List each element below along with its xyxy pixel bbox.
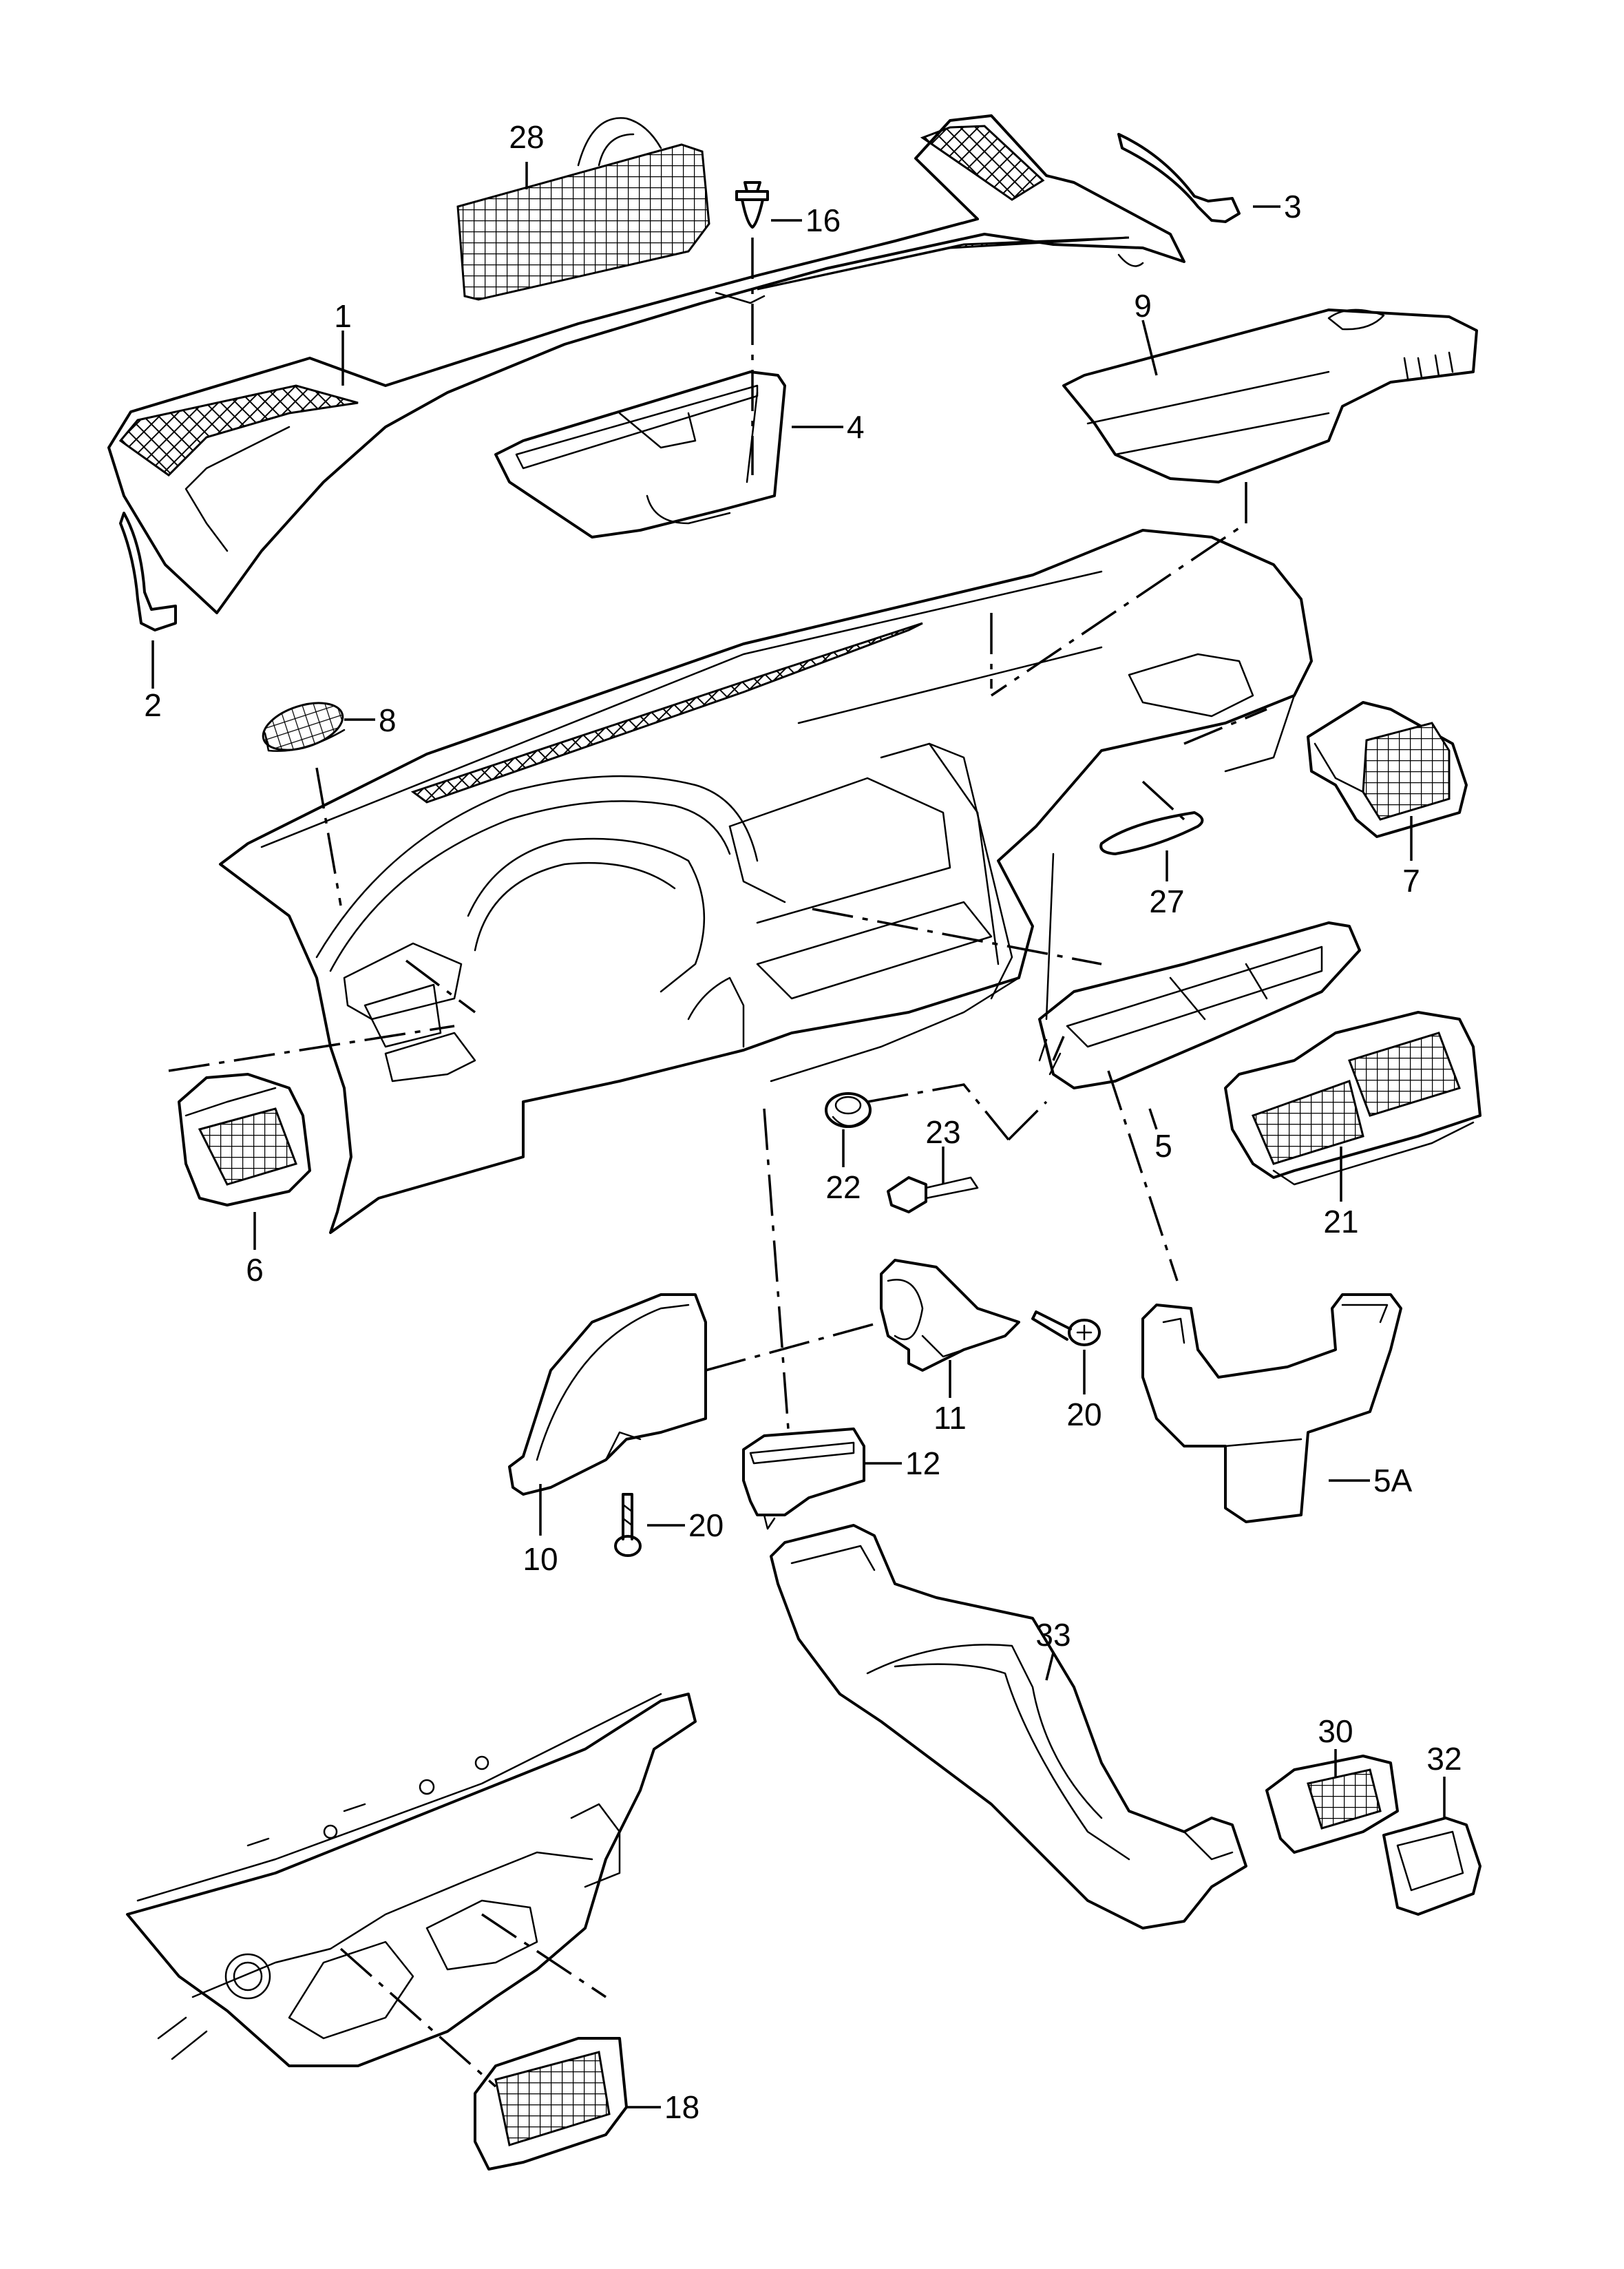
part-4-center-vent-frame [494,370,786,539]
callout-5a: 5A [1373,1463,1413,1498]
part-27-trim-strip [1099,811,1204,855]
callout-20-lower: 20 [688,1507,724,1543]
part-7-right-vent [1307,701,1468,838]
part-5a-y-duct [1141,1293,1402,1523]
callout-1: 1 [334,298,352,334]
body-bulkhead-panel [126,1693,697,2067]
assembly-guide-lines [168,238,1267,2088]
callout-27: 27 [1149,883,1184,919]
callout-28: 28 [509,119,544,155]
part-16-rivet [735,181,769,229]
callout-4: 4 [847,409,865,445]
part-12-duct-connector [742,1428,865,1530]
callout-8: 8 [379,702,397,738]
callout-23: 23 [925,1114,960,1150]
part-30-vent [1265,1755,1399,1854]
callout-9: 9 [1134,288,1152,324]
callout-11: 11 [934,1400,967,1436]
callout-20-upper: 20 [1066,1397,1101,1432]
leader-lines [151,162,1446,2109]
callout-22: 22 [825,1169,861,1205]
callout-6: 6 [246,1252,264,1288]
callout-18: 18 [664,2089,699,2125]
dashboard-main-body [219,529,1313,1234]
callout-21: 21 [1323,1204,1358,1240]
part-6-left-vent [178,1073,311,1206]
part-22-clip [825,1092,872,1128]
part-28-grille-panel [456,117,710,301]
callout-30: 30 [1318,1713,1353,1749]
part-5-center-vent-housing [1038,921,1361,1089]
callout-3: 3 [1284,189,1302,224]
part-10-left-duct [508,1293,707,1496]
callout-labels: 1 2 3 4 5 5A 6 7 8 9 10 11 12 16 18 20 2… [144,119,1462,2125]
part-3-side-trim [1117,133,1241,223]
part-21-double-vent [1224,1011,1481,1186]
part-20-screw-lower [614,1493,642,1557]
callout-10: 10 [523,1541,558,1577]
part-18-floor-vent [474,2037,628,2171]
part-1-cowl-cover [107,114,1185,614]
callout-7: 7 [1402,863,1420,899]
part-8-round-vent [262,702,346,752]
callout-32: 32 [1426,1741,1462,1777]
callout-16: 16 [805,202,841,238]
part-33-floor-duct [770,1524,1247,1930]
part-11-duct-piece [880,1259,1020,1372]
callout-12: 12 [905,1445,940,1481]
part-9-dash-cover [1062,309,1478,483]
part-2-clip [119,512,177,631]
part-20-screw-upper [1031,1310,1101,1346]
part-23-bulb-holder [887,1176,979,1213]
part-32-bezel [1382,1817,1481,1916]
callout-2: 2 [144,687,162,723]
callout-33: 33 [1035,1617,1071,1653]
callout-5: 5 [1154,1128,1172,1164]
